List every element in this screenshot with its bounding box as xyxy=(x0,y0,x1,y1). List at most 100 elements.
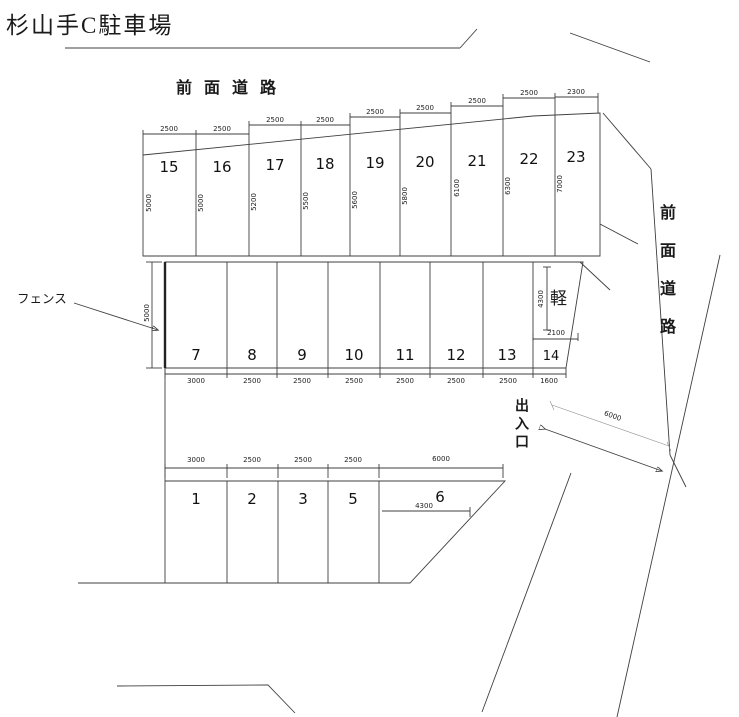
dim-space6-inner: 4300 xyxy=(415,502,433,510)
dimension-lines xyxy=(382,507,471,517)
dim-space14-top: 2100 xyxy=(547,329,565,337)
dim-width-7: 3000 xyxy=(187,377,205,385)
dim-width-12: 2500 xyxy=(447,377,465,385)
top-row-numbers: 15 16 17 18 19 20 21 22 23 xyxy=(159,148,585,176)
dim-width-16: 2500 xyxy=(213,125,231,133)
space-number: 17 xyxy=(265,156,284,174)
dim-width-19: 2500 xyxy=(366,108,384,116)
dim-depth-21: 6100 xyxy=(453,179,461,197)
entrance-label: 出入口 xyxy=(514,398,530,452)
road-edge-line xyxy=(602,112,652,170)
space-number: 16 xyxy=(212,158,231,176)
space-number: 2 xyxy=(247,490,257,508)
top-row-dividers xyxy=(195,114,556,256)
space-number: 1 xyxy=(191,490,201,508)
dim-width-11: 2500 xyxy=(396,377,414,385)
space-number: 10 xyxy=(344,346,363,364)
dim-width-3: 2500 xyxy=(294,456,312,464)
dim-width-5: 2500 xyxy=(344,456,362,464)
space-number: 14 xyxy=(543,349,560,364)
middle-row-outline xyxy=(164,261,584,369)
dim-width-17: 2500 xyxy=(266,116,284,124)
front-road-top-label: 前面道路 xyxy=(176,80,289,97)
dim-depth-middle: 5000 xyxy=(143,304,151,322)
space-number: 8 xyxy=(247,346,257,364)
bottom-row-dividers xyxy=(226,481,380,583)
dimension-lines xyxy=(146,261,162,369)
space-number: 5 xyxy=(348,490,358,508)
top-row-depth-dimensions: 5000 5000 5200 5500 5600 5800 6100 6300 … xyxy=(145,175,564,212)
space-number: 3 xyxy=(298,490,308,508)
boundary-line xyxy=(459,28,478,49)
boundary-line xyxy=(579,261,611,291)
kei-space-dimensions: 4300 2100 xyxy=(532,266,579,341)
dim-depth-22: 6300 xyxy=(504,177,512,195)
space-number: 7 xyxy=(191,346,201,364)
road-edge-line xyxy=(616,254,721,717)
space-number: 19 xyxy=(365,154,384,172)
middle-row-numbers: 7 8 9 10 11 12 13 14 xyxy=(191,346,559,364)
top-row-spaces: 2500 2500 2500 2500 2500 2500 2500 2500 … xyxy=(142,88,601,257)
front-road-right-label: 前面道路 xyxy=(657,204,674,356)
boundary-line xyxy=(599,223,639,245)
top-row-outline xyxy=(142,112,601,257)
boundary-line xyxy=(116,684,296,714)
space-number: 23 xyxy=(566,148,585,166)
entrance-double-arrow xyxy=(545,429,662,471)
bottom-row-width-dimensions: 3000 2500 2500 2500 6000 xyxy=(164,455,504,478)
dimension-tick xyxy=(549,400,555,411)
dimension-tick xyxy=(666,441,672,452)
space6-inner-dimension: 4300 xyxy=(382,502,471,517)
bottom-row-outline xyxy=(164,480,507,584)
dim-depth-23: 7000 xyxy=(556,175,564,193)
dim-depth-15: 5000 xyxy=(145,194,153,212)
dim-width-1: 3000 xyxy=(187,456,205,464)
dimension-lines xyxy=(164,464,504,478)
boundary-line xyxy=(569,32,651,63)
dim-width-6: 6000 xyxy=(432,455,450,463)
entrance-annotation: 6000 xyxy=(545,400,672,471)
dim-entrance-road: 6000 xyxy=(603,409,622,422)
dim-width-2: 2500 xyxy=(243,456,261,464)
bottom-row-spaces: 1 2 3 5 6 3000 2500 2500 2500 6000 xyxy=(164,368,507,584)
dim-width-14: 1600 xyxy=(540,377,558,385)
site-boundary-lines xyxy=(65,28,721,717)
middle-row-spaces: 7 8 9 10 11 12 13 14 3000 2500 xyxy=(143,261,584,385)
space-number: 15 xyxy=(159,158,178,176)
road-edge-line xyxy=(669,454,687,488)
dim-depth-19: 5600 xyxy=(351,191,359,209)
dim-width-23: 2300 xyxy=(567,88,585,96)
middle-row-depth-dimension: 5000 xyxy=(143,261,162,369)
dim-width-13: 2500 xyxy=(499,377,517,385)
middle-row-width-dimensions: 3000 2500 2500 2500 2500 2500 2500 1600 xyxy=(164,368,567,385)
bottom-row-numbers: 1 2 3 5 6 xyxy=(191,488,445,508)
space-number: 12 xyxy=(446,346,465,364)
space-number: 9 xyxy=(297,346,307,364)
dim-width-15: 2500 xyxy=(160,125,178,133)
road-edge-line xyxy=(481,472,572,713)
space-number: 6 xyxy=(435,488,445,506)
road-edge-line xyxy=(650,168,671,456)
dim-width-10: 2500 xyxy=(345,377,363,385)
dim-depth-20: 5800 xyxy=(401,187,409,205)
dim-width-22: 2500 xyxy=(520,89,538,97)
top-row-width-dimensions: 2500 2500 2500 2500 2500 2500 2500 2500 … xyxy=(142,88,599,155)
fence-label: フェンス xyxy=(17,292,67,306)
middle-row-dividers xyxy=(226,262,534,368)
dim-depth-16: 5000 xyxy=(197,194,205,212)
dimension-lines xyxy=(142,93,599,155)
dim-width-21: 2500 xyxy=(468,97,486,105)
space-number: 18 xyxy=(315,155,334,173)
kei-space-label: 軽 xyxy=(550,289,567,308)
dim-width-9: 2500 xyxy=(293,377,311,385)
page-title: 杉山手C駐車場 xyxy=(6,13,174,38)
dim-width-18: 2500 xyxy=(316,116,334,124)
dim-width-20: 2500 xyxy=(416,104,434,112)
space-number: 21 xyxy=(467,152,486,170)
space-number: 22 xyxy=(519,150,538,168)
dim-width-8: 2500 xyxy=(243,377,261,385)
dim-depth-17: 5200 xyxy=(250,193,258,211)
dimension-lines xyxy=(532,266,579,341)
